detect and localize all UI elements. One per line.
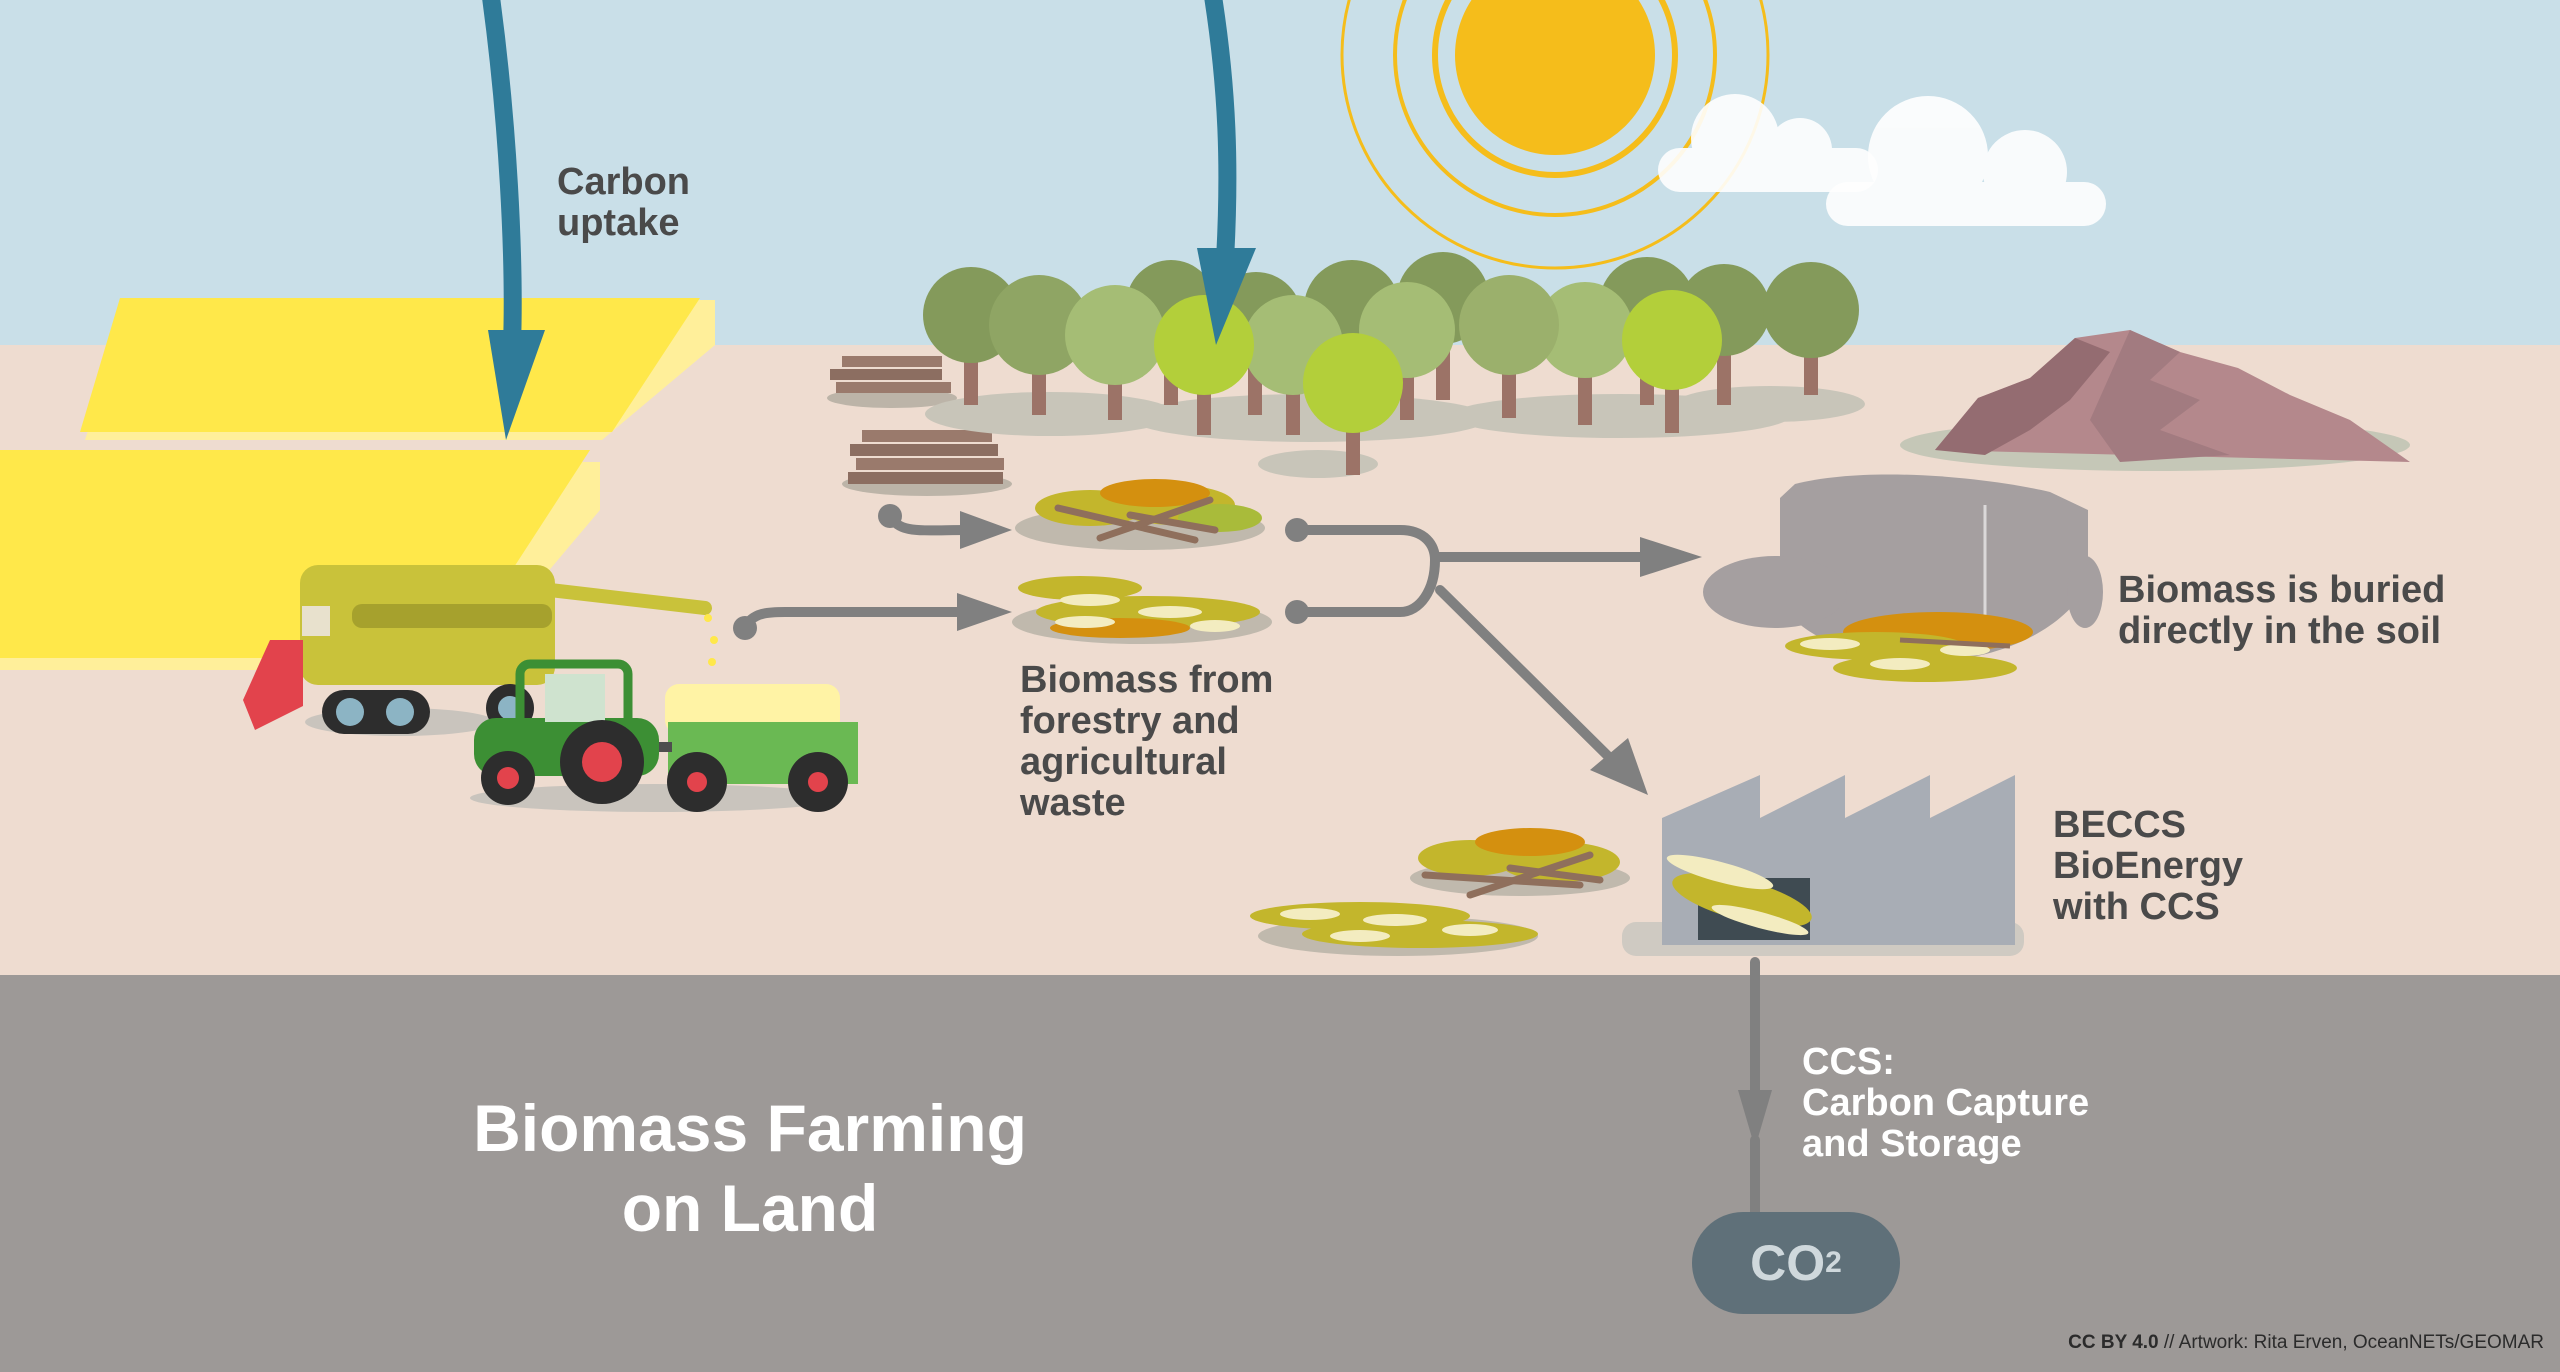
forest xyxy=(923,252,1865,478)
license-text: CC BY 4.0 xyxy=(2068,1332,2159,1353)
biomass-heap xyxy=(1250,902,1538,956)
label-line: with CCS xyxy=(2053,886,2220,928)
co2-text: CO xyxy=(1750,1235,1826,1291)
label-line: Biomass from xyxy=(1020,659,1274,701)
credit-line: CC BY 4.0 // Artwork: Rita Erven, OceanN… xyxy=(2068,1332,2544,1354)
biomass-heap xyxy=(1012,576,1272,644)
biomass-heap xyxy=(1410,828,1630,899)
label-line: waste xyxy=(1020,782,1126,824)
label-line: uptake xyxy=(557,202,680,244)
co2-subscript: 2 xyxy=(1825,1246,1842,1279)
ccs-label: CCS: Carbon Capture and Storage xyxy=(1802,1042,2089,1165)
biomass-heap xyxy=(1015,479,1265,550)
cloud-icon xyxy=(1658,94,1878,192)
cloud-icon xyxy=(1826,96,2106,226)
label-line: and Storage xyxy=(1802,1123,2022,1165)
biomass-heap xyxy=(1666,854,1812,936)
beccs-label: BECCS BioEnergy with CCS xyxy=(2053,805,2243,928)
label-line: forestry and xyxy=(1020,700,1240,742)
tractor xyxy=(470,659,858,812)
soil-pile xyxy=(1900,330,2410,471)
label-line: BioEnergy xyxy=(2053,845,2244,887)
biomass-heap xyxy=(1785,612,2033,682)
label-line: Biomass is buried xyxy=(2118,569,2446,611)
page-title: Biomass Farming on Land xyxy=(390,1088,1110,1248)
label-line: Carbon Capture xyxy=(1802,1082,2090,1124)
biomass-source-label: Biomass from forestry and agricultural w… xyxy=(1020,660,1273,824)
label-line: directly in the soil xyxy=(2118,610,2442,652)
sun-icon xyxy=(1340,0,1770,270)
label-line: agricultural xyxy=(1020,741,1227,783)
log-pile xyxy=(827,356,1012,496)
attribution-text: // Artwork: Rita Erven, OceanNETs/GEOMAR xyxy=(2158,1332,2544,1353)
flow-arrows xyxy=(733,504,1772,1217)
soil-hole xyxy=(1703,474,2103,660)
label-line: BECCS xyxy=(2053,804,2187,846)
harvester xyxy=(243,565,718,736)
label-line: CCS: xyxy=(1802,1041,1895,1083)
carbon-uptake-label: Carbon uptake xyxy=(557,162,690,244)
underground xyxy=(0,975,2560,1372)
buried-label: Biomass is buried directly in the soil xyxy=(2118,570,2445,652)
crop-field xyxy=(0,298,715,670)
title-line: Biomass Farming xyxy=(473,1091,1027,1165)
label-line: Carbon xyxy=(557,161,690,203)
carbon-uptake-arrows xyxy=(482,0,1256,440)
title-line: on Land xyxy=(621,1171,879,1245)
